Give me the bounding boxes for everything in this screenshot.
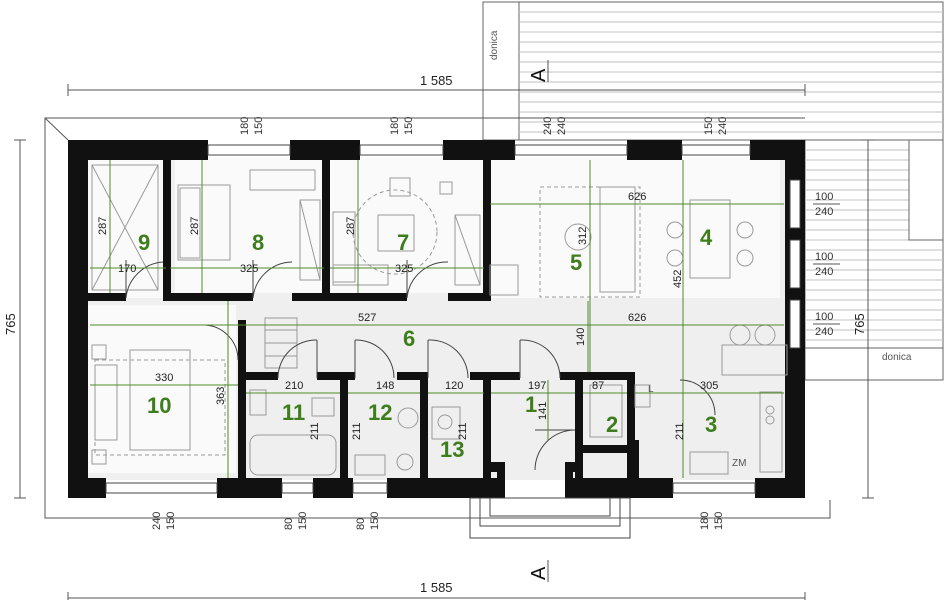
section-mark-top: A <box>528 68 550 82</box>
overall-dim-lines <box>14 60 874 600</box>
window-dim-bottom-1b: 150 <box>165 512 177 530</box>
dim-r10-height: 363 <box>215 387 227 405</box>
room-number-1: 1 <box>525 392 537 417</box>
windows <box>105 144 801 494</box>
window-dim-top-4a: 150 <box>703 117 715 135</box>
room-number-7: 7 <box>397 230 409 255</box>
planter-label-top: donica <box>489 30 500 60</box>
dim-r5-width: 626 <box>628 191 646 203</box>
window-dim-right-2a: 100 <box>815 251 833 263</box>
overall-depth-right: 765 <box>852 313 867 335</box>
section-mark-bottom: A <box>528 566 550 580</box>
window-dim-top-1b: 150 <box>253 117 265 135</box>
room-number-13: 13 <box>440 437 464 462</box>
walls <box>68 140 805 498</box>
dim-r6-width-2: 626 <box>628 312 646 324</box>
window-dim-top-2b: 150 <box>403 117 415 135</box>
overall-width-top: 1 585 <box>420 73 453 88</box>
dim-r5-height: 312 <box>577 227 589 245</box>
terrace: donica donica <box>482 1 944 381</box>
room-numbers: 9 8 7 5 4 6 10 11 12 13 1 2 3 <box>138 225 717 462</box>
room-number-3: 3 <box>705 412 717 437</box>
room-number-6: 6 <box>403 326 415 351</box>
dim-r1-width: 197 <box>528 380 546 392</box>
room-number-5: 5 <box>570 250 582 275</box>
dim-r8-width: 325 <box>240 263 258 275</box>
window-dim-top-2a: 180 <box>389 117 401 135</box>
room-number-11: 11 <box>282 400 305 425</box>
window-dim-bottom-3b: 150 <box>369 512 381 530</box>
dim-r10-width: 330 <box>155 372 173 384</box>
room-number-8: 8 <box>252 230 264 255</box>
window-dim-top-1a: 180 <box>239 117 251 135</box>
boiler-label: ZM <box>732 458 746 469</box>
room-number-2: 2 <box>606 412 618 437</box>
planter-label-right: donica <box>882 352 912 363</box>
interior-dim-text: 287 170 287 325 287 325 312 626 452 527 … <box>97 191 718 440</box>
dim-r9-width: 170 <box>118 263 136 275</box>
dim-r7-width: 325 <box>395 263 413 275</box>
window-dim-bottom-2b: 150 <box>297 512 309 530</box>
window-dim-right-3b: 240 <box>815 326 833 338</box>
dim-r6-width-1: 527 <box>358 312 376 324</box>
window-dim-bottom-3a: 80 <box>355 518 367 530</box>
dim-r13-width: 120 <box>445 380 463 392</box>
dim-r9-height: 287 <box>97 217 109 235</box>
room-number-12: 12 <box>368 400 392 425</box>
dim-r7-height: 287 <box>345 217 357 235</box>
room-number-10: 10 <box>147 393 171 418</box>
window-dim-labels: 180 150 180 150 240 240 150 240 100 240 … <box>151 117 840 530</box>
window-dim-bottom-2a: 80 <box>283 518 295 530</box>
window-dim-top-4b: 240 <box>717 117 729 135</box>
dim-r3-width: 305 <box>700 380 718 392</box>
window-dim-top-3a: 240 <box>542 117 554 135</box>
window-dim-bottom-4b: 150 <box>713 512 725 530</box>
dim-r1-height: 141 <box>537 402 549 420</box>
room-number-4: 4 <box>700 225 713 250</box>
window-dim-bottom-1a: 240 <box>151 512 163 530</box>
overall-width-bottom: 1 585 <box>420 580 453 595</box>
window-dim-right-1b: 240 <box>815 206 833 218</box>
kitchen-fixture-label: L <box>648 384 654 395</box>
window-dim-right-2b: 240 <box>815 266 833 278</box>
window-dim-right-3a: 100 <box>815 311 833 323</box>
room-number-9: 9 <box>138 230 150 255</box>
window-dim-bottom-4a: 180 <box>699 512 711 530</box>
dim-r12-width: 148 <box>376 380 394 392</box>
dim-r6-height: 140 <box>575 328 587 346</box>
dim-r11-width: 210 <box>285 380 303 392</box>
furniture <box>91 164 788 476</box>
window-dim-right-1a: 100 <box>815 191 833 203</box>
overall-depth-left: 765 <box>3 313 18 335</box>
dim-r2-width: 87 <box>592 380 604 392</box>
dim-r13-height: 211 <box>457 422 469 440</box>
dim-r12-height: 211 <box>351 422 363 440</box>
dim-r2-height: 211 <box>674 422 686 440</box>
dim-r11-height: 211 <box>309 422 321 440</box>
dim-r4-height: 452 <box>672 270 684 288</box>
window-dim-top-3b: 240 <box>556 117 568 135</box>
interior-dim-lines <box>90 160 784 478</box>
entrance-steps <box>469 497 631 539</box>
dim-r8-height: 287 <box>189 217 201 235</box>
